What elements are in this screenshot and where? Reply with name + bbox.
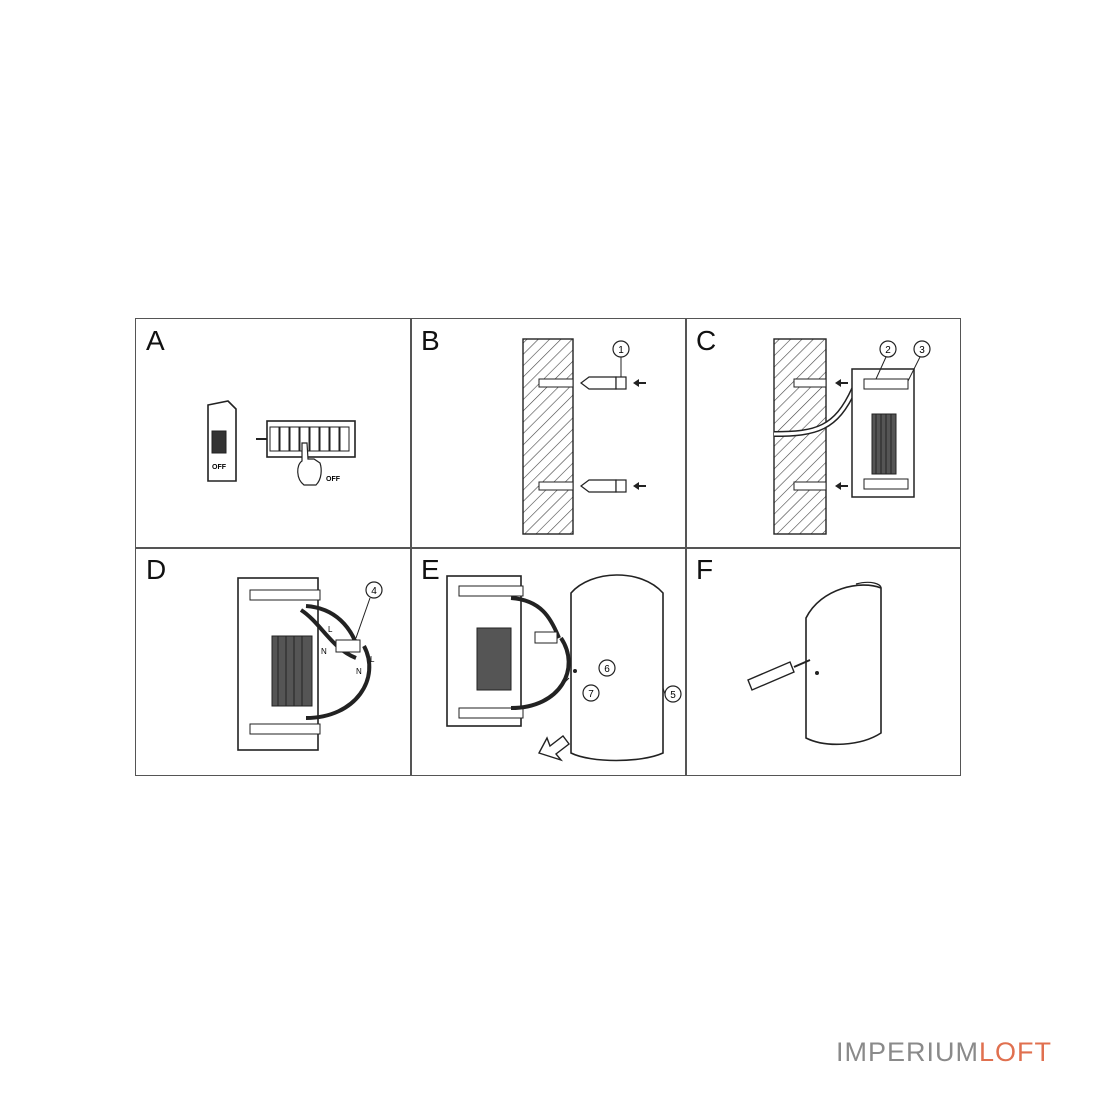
breaker-off-label: OFF bbox=[326, 476, 341, 483]
panel-letter: D bbox=[146, 554, 167, 585]
callout-3: 3 bbox=[919, 345, 925, 356]
switch-off-illustration: OFF OFF bbox=[207, 400, 356, 486]
callout-4: 4 bbox=[371, 586, 377, 597]
switch-off-label: OFF bbox=[212, 464, 227, 471]
screw-tightening-illustration bbox=[747, 581, 882, 746]
panel-letter: E bbox=[421, 554, 440, 585]
wire-label-l1: L bbox=[328, 625, 333, 634]
bracket-mount-illustration: 2 3 bbox=[773, 338, 931, 535]
instruction-grid: A OFF OFF B bbox=[135, 318, 961, 776]
callout-1: 1 bbox=[618, 345, 624, 356]
panel-letter: A bbox=[146, 325, 165, 356]
wall-drilling-illustration: 1 bbox=[522, 338, 646, 535]
cover-assembly-illustration: 6 7 5 bbox=[446, 574, 682, 762]
callout-5: 5 bbox=[670, 690, 676, 701]
brand-logo: IMPERIUMLOFT bbox=[836, 1037, 1052, 1068]
panel-letter: F bbox=[696, 554, 714, 585]
wiring-illustration: N L N L 4 bbox=[237, 577, 383, 751]
panel-letter: C bbox=[696, 325, 717, 356]
brand-part-1: IMPERIUM bbox=[836, 1037, 979, 1067]
panel-c: C 2 3 bbox=[686, 319, 961, 548]
wire-label-l2: L bbox=[370, 655, 375, 664]
panel-b: B 1 bbox=[411, 319, 686, 548]
brand-part-2: LOFT bbox=[979, 1037, 1053, 1067]
panel-d: D N L N L 4 bbox=[136, 548, 411, 777]
panel-a: A OFF OFF bbox=[136, 319, 411, 548]
grid-divider-h bbox=[136, 547, 960, 549]
panel-letter: B bbox=[421, 325, 440, 356]
callout-2: 2 bbox=[885, 345, 891, 356]
callout-6: 6 bbox=[604, 664, 610, 675]
callout-7: 7 bbox=[588, 689, 594, 700]
wire-label-n2: N bbox=[356, 667, 362, 676]
wire-label-n1: N bbox=[321, 647, 327, 656]
panel-f: F bbox=[686, 548, 961, 777]
panel-e: E 6 7 5 bbox=[411, 548, 686, 777]
